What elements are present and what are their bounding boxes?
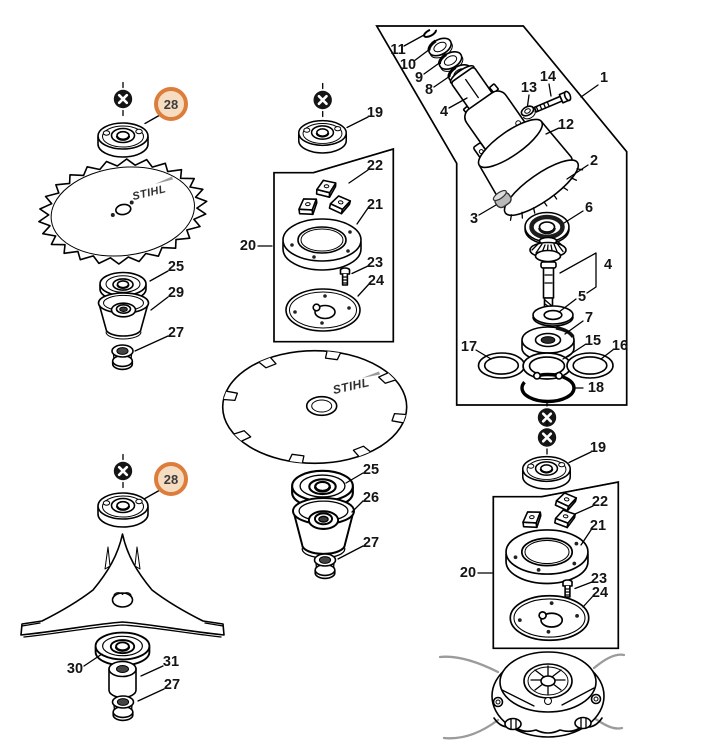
- callout-9[interactable]: 9: [414, 69, 424, 86]
- callout-26[interactable]: 26: [362, 489, 380, 506]
- part-19-thrust-plate-lower: [521, 455, 572, 490]
- callout-19-lower[interactable]: 19: [589, 439, 607, 456]
- grass-blade-notches: [223, 351, 406, 463]
- callout-3[interactable]: 3: [469, 210, 479, 227]
- part-21-ring-middle: [282, 218, 362, 271]
- part-2-gearbox-housing: [449, 65, 584, 221]
- x-marker-icon: [536, 419, 558, 456]
- part-11-clip: [423, 28, 437, 38]
- callout-17[interactable]: 17: [460, 338, 478, 355]
- callout-8[interactable]: 8: [424, 81, 434, 98]
- callout-5[interactable]: 5: [577, 288, 587, 305]
- x-marker-icon: [112, 453, 134, 489]
- callout-21-lower[interactable]: 21: [589, 517, 607, 534]
- callout-25-middle[interactable]: 25: [362, 461, 380, 478]
- part-13-nut: [520, 105, 536, 120]
- saw-blade-assembly: STIHL: [38, 121, 208, 371]
- callout-22-lower[interactable]: 22: [591, 493, 609, 510]
- thrust-plate-28-lower: [96, 491, 150, 529]
- callout-23-lower[interactable]: 23: [590, 570, 608, 587]
- callout-14[interactable]: 14: [539, 68, 557, 85]
- brush-knife-assembly: [20, 491, 225, 722]
- brush-knife-blade: [20, 533, 225, 638]
- callout-22-middle[interactable]: 22: [366, 157, 384, 174]
- callout-1[interactable]: 1: [599, 69, 609, 86]
- callout-10[interactable]: 10: [399, 56, 417, 73]
- part-3-plug: [492, 189, 512, 209]
- callout-25-left[interactable]: 25: [167, 258, 185, 275]
- mowing-head: [438, 651, 626, 740]
- callout-13[interactable]: 13: [520, 79, 538, 96]
- rotation-arrow: [362, 371, 380, 378]
- callout-15[interactable]: 15: [584, 332, 602, 349]
- part-22-clip: [554, 490, 578, 513]
- x-marker-icon: [312, 82, 334, 118]
- part-22-clip: [315, 179, 337, 199]
- thrust-plate-28-upper: [96, 121, 150, 159]
- x-marker-icon: [112, 81, 134, 117]
- callout-7[interactable]: 7: [584, 309, 594, 326]
- part-27-nut-left: [111, 344, 134, 371]
- part-22-clip: [328, 193, 352, 216]
- part-30-washer: [94, 631, 151, 667]
- part-4-gear-shaft: [529, 236, 567, 313]
- part-27-nut-middle: [313, 553, 337, 580]
- callout-12[interactable]: 12: [557, 116, 575, 133]
- callout-30[interactable]: 30: [66, 660, 84, 677]
- callout-23-middle[interactable]: 23: [366, 254, 384, 271]
- part-22-clip: [553, 508, 577, 530]
- callout-21-middle[interactable]: 21: [366, 196, 384, 213]
- part-17-ring: [477, 352, 526, 379]
- callout-28[interactable]: 28: [163, 96, 179, 112]
- part-21-ring-lower: [505, 529, 589, 585]
- grass-blade-8-tooth: STIHL: [221, 349, 408, 465]
- callout-16[interactable]: 16: [611, 337, 629, 354]
- lower-right-assembly: [438, 455, 626, 740]
- callout-28[interactable]: 28: [163, 471, 179, 487]
- part-26-rider-plate: [291, 496, 356, 559]
- callout-11[interactable]: 11: [390, 41, 406, 58]
- callout-19-middle[interactable]: 19: [366, 104, 384, 121]
- callout-27-lower[interactable]: 27: [163, 676, 181, 693]
- part-18-snap-ring: [520, 371, 576, 404]
- callout-24-lower[interactable]: 24: [591, 584, 609, 601]
- callout-27-middle[interactable]: 27: [362, 534, 380, 551]
- callout-4[interactable]: 4: [439, 103, 449, 120]
- part-16-ring: [566, 352, 614, 379]
- deflector-kit-lower-outline: [492, 480, 620, 650]
- middle-column-assembly: STIHL: [221, 119, 408, 580]
- part-24-cover-middle: [285, 288, 361, 332]
- deflector-kit-middle-outline: [273, 147, 395, 343]
- callout-31[interactable]: 31: [162, 653, 180, 670]
- part-24-cover-lower: [509, 594, 590, 642]
- part-19-thrust-plate-middle: [297, 119, 348, 154]
- part-23-bolt-lower: [562, 579, 573, 598]
- callout-20-middle[interactable]: 20: [239, 237, 257, 254]
- callout-20-lower[interactable]: 20: [459, 564, 477, 581]
- part-22-clip: [296, 196, 320, 217]
- part-22-clip: [520, 509, 544, 530]
- callout-27-left[interactable]: 27: [167, 324, 185, 341]
- highlight-callout-28-lower[interactable]: 28: [154, 462, 188, 496]
- callout-24-middle[interactable]: 24: [367, 272, 385, 289]
- leader-lines: [83, 34, 615, 702]
- callout-6[interactable]: 6: [584, 199, 594, 216]
- rotation-arrow: [155, 176, 173, 184]
- part-31-spacer: [108, 660, 137, 699]
- gearbox-kit-outline: [375, 25, 628, 406]
- part-5-washer: [532, 305, 574, 327]
- callout-18[interactable]: 18: [587, 379, 605, 396]
- callout-29[interactable]: 29: [167, 284, 185, 301]
- callout-4b[interactable]: 4: [603, 256, 613, 273]
- part-29-rider-plate: [97, 292, 150, 340]
- callout-2[interactable]: 2: [589, 152, 599, 169]
- part-14-bolt: [533, 90, 572, 113]
- highlight-callout-28-upper[interactable]: 28: [154, 87, 188, 121]
- part-23-bolt-middle: [339, 267, 351, 286]
- part-27-nut-lower: [111, 695, 135, 722]
